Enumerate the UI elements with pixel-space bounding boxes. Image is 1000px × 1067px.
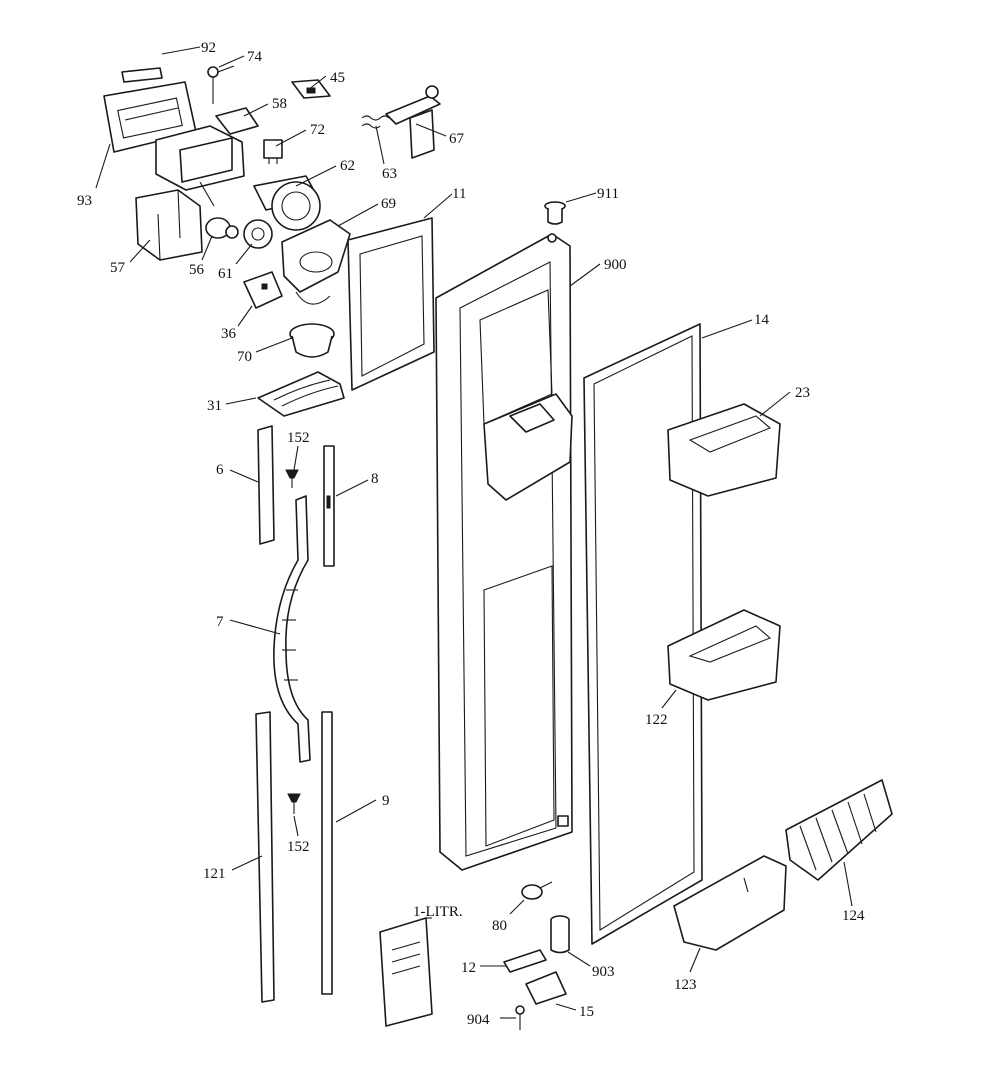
part-72-switch (263, 139, 283, 164)
label-11: 11 (452, 186, 466, 202)
label-900: 900 (604, 257, 627, 273)
part-74-wire-spring (207, 65, 235, 104)
label-45: 45 (330, 70, 345, 86)
part-9-handle-cap-lower (321, 711, 333, 995)
part-1-litr-manual (379, 917, 433, 1027)
label-152-bottom: 152 (287, 839, 310, 855)
part-92-label-strip (121, 67, 163, 83)
label-93: 93 (77, 193, 92, 209)
label-122: 122 (645, 712, 668, 728)
part-61-gear (243, 219, 273, 249)
label-80: 80 (492, 918, 507, 934)
label-152-top: 152 (287, 430, 310, 446)
label-56: 56 (189, 262, 205, 278)
part-904-screw (515, 1005, 525, 1030)
part-7-handle (273, 495, 311, 763)
part-911-cap (544, 201, 566, 225)
part-57-motor-housing (135, 189, 203, 261)
label-69: 69 (381, 196, 396, 212)
label-61: 61 (218, 266, 233, 282)
part-11-dispenser-frame (347, 217, 435, 391)
label-63: 63 (382, 166, 397, 182)
part-36-bracket (243, 271, 283, 309)
label-74: 74 (247, 49, 263, 65)
part-152-screw-top (285, 469, 299, 488)
label-904: 904 (467, 1012, 490, 1028)
label-903: 903 (592, 964, 615, 980)
part-62-solenoid-ring (253, 175, 321, 231)
part-31-drip-grille (257, 371, 345, 417)
label-67: 67 (449, 131, 465, 147)
label-6: 6 (216, 462, 224, 478)
part-23-door-bin (667, 403, 781, 497)
label-1-litr: 1-LITR. (413, 904, 463, 920)
part-housing-dispenser (155, 125, 245, 207)
part-124-wire-basket (785, 779, 893, 881)
part-900-fresh-food-door (435, 233, 573, 871)
label-23: 23 (795, 385, 810, 401)
part-70-cup (289, 323, 335, 358)
part-12-plate (503, 949, 547, 973)
label-36: 36 (221, 326, 237, 342)
label-121: 121 (203, 866, 226, 882)
label-9: 9 (382, 793, 390, 809)
part-903-filter (550, 915, 570, 954)
label-62: 62 (340, 158, 355, 174)
label-8: 8 (371, 471, 379, 487)
label-70: 70 (237, 349, 252, 365)
label-123: 123 (674, 977, 697, 993)
part-63-spring (361, 115, 390, 129)
part-6-handle-trim (257, 425, 275, 545)
label-124: 124 (842, 908, 865, 924)
part-labels: 92 74 45 58 72 63 67 62 11 911 93 69 900… (77, 40, 865, 1028)
label-911: 911 (597, 186, 619, 202)
part-56-auger-motor (205, 217, 239, 239)
part-80-fitting (521, 881, 553, 900)
label-7: 7 (216, 614, 224, 630)
part-14-door-gasket (583, 323, 703, 945)
label-92: 92 (201, 40, 216, 56)
part-123-door-bin (673, 855, 787, 951)
part-122-door-bin (667, 609, 781, 701)
label-14: 14 (754, 312, 770, 328)
part-121-handle-trim-lower (255, 711, 275, 1003)
part-69-chute (281, 219, 351, 305)
part-15-hinge (525, 971, 567, 1005)
label-57: 57 (110, 260, 126, 276)
label-15: 15 (579, 1004, 594, 1020)
label-31: 31 (207, 398, 222, 414)
leader-lines (95, 46, 853, 1019)
label-12: 12 (461, 960, 476, 976)
label-72: 72 (310, 122, 325, 138)
label-58: 58 (272, 96, 287, 112)
part-152-screw-bottom (287, 793, 301, 814)
part-45-clip (291, 79, 331, 99)
part-67-door-lever (385, 85, 441, 159)
part-8-handle-cap (323, 445, 335, 567)
